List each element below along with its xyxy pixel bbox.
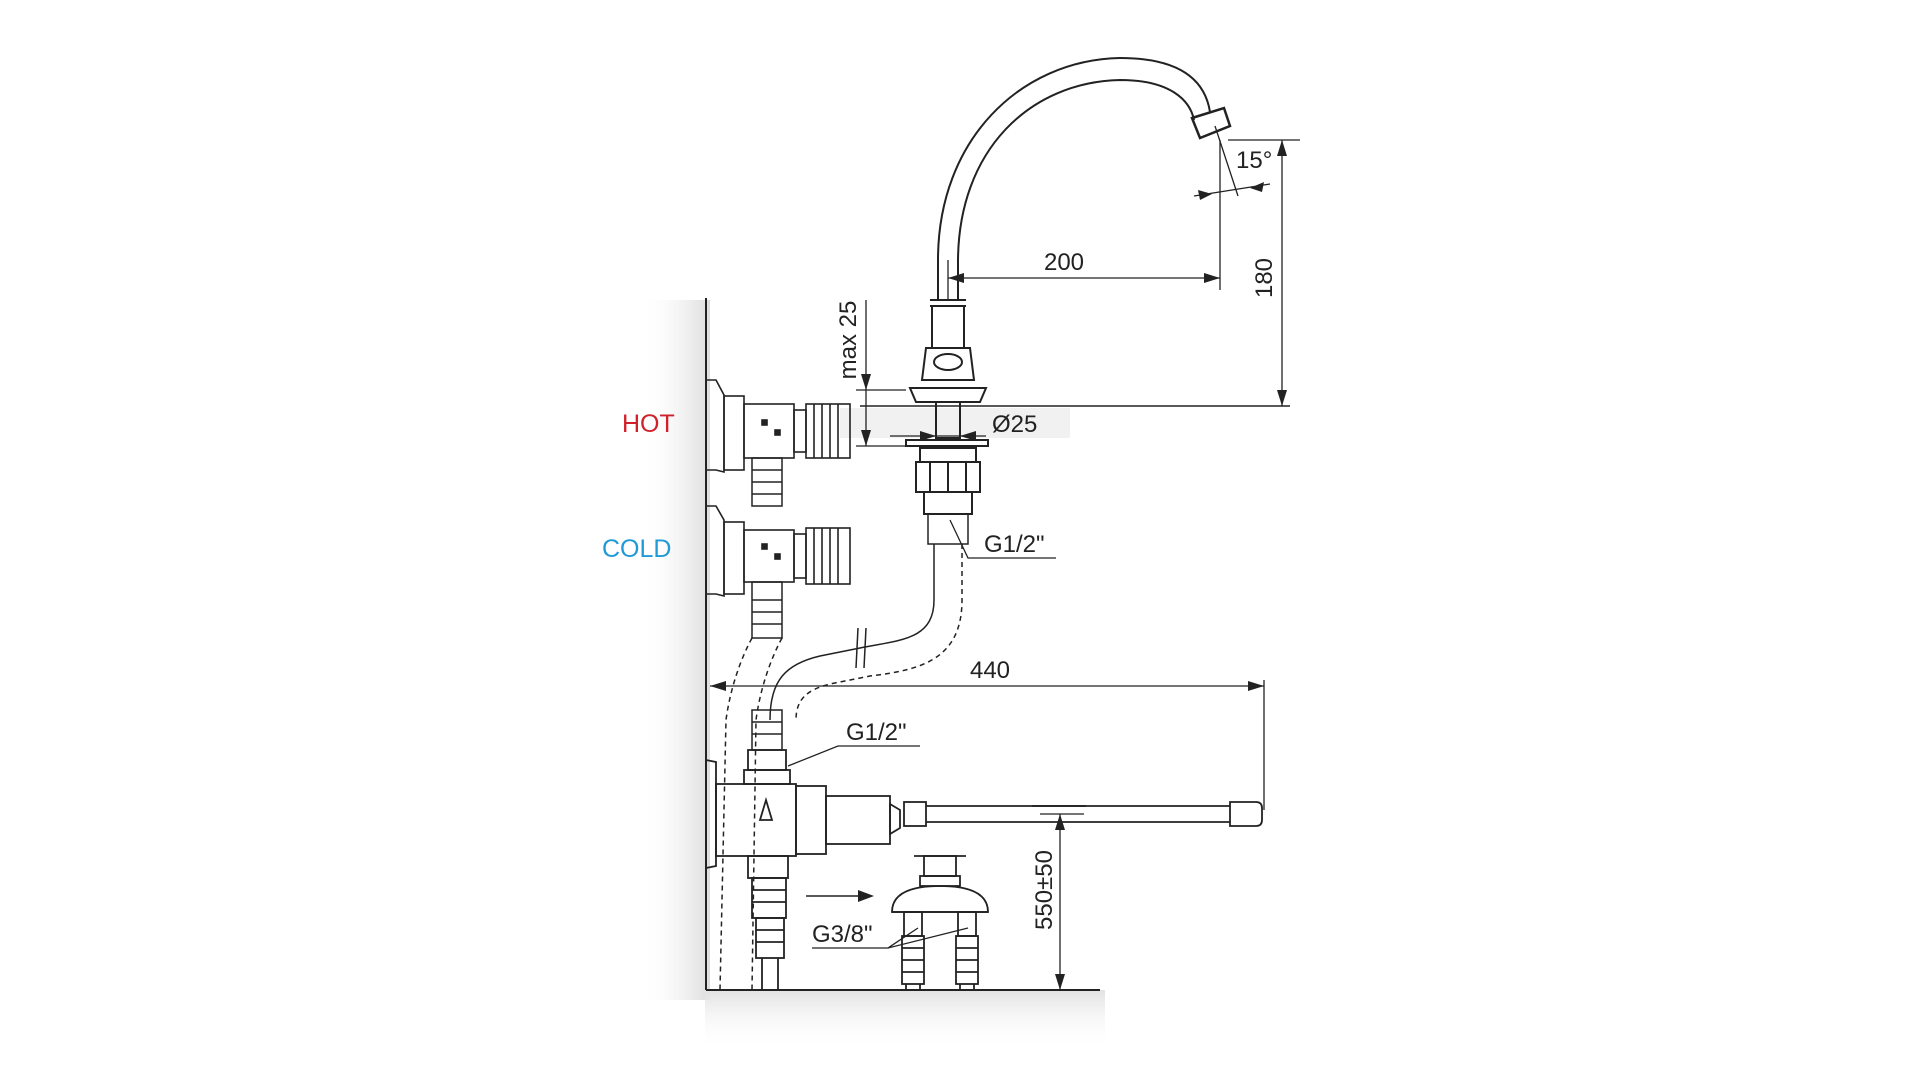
dim-mount-height: 550±50: [1031, 850, 1058, 930]
dimension-lines: [710, 125, 1300, 990]
dim-valve-thread: G1/2": [846, 719, 907, 746]
outlet-connector: [891, 855, 989, 990]
dim-angle: 15°: [1236, 147, 1272, 174]
hot-label: HOT: [622, 410, 675, 438]
dim-lever-length: 440: [970, 657, 1010, 684]
faucet-base: [905, 305, 989, 515]
arrowheads: [710, 140, 1287, 990]
flush-valve: [705, 749, 1263, 990]
dim-inlet-thread: G1/2": [984, 531, 1045, 558]
floor-shadow: [705, 990, 1105, 1050]
wall-shadow: [640, 300, 710, 1000]
dim-spout-height: 180: [1251, 258, 1278, 298]
direction-arrow: [806, 890, 874, 902]
counter-shadow: [840, 408, 1070, 438]
riser-pipes: [719, 457, 783, 991]
supply-hose: [769, 513, 969, 721]
dim-max-thickness: max 25: [835, 301, 862, 380]
cold-label: COLD: [602, 535, 671, 563]
dim-outlet-thread: G3/8": [812, 921, 873, 948]
dim-spout-reach: 200: [1044, 249, 1084, 276]
cold-valve: [706, 505, 851, 598]
dim-hole-diameter: Ø25: [992, 411, 1037, 438]
